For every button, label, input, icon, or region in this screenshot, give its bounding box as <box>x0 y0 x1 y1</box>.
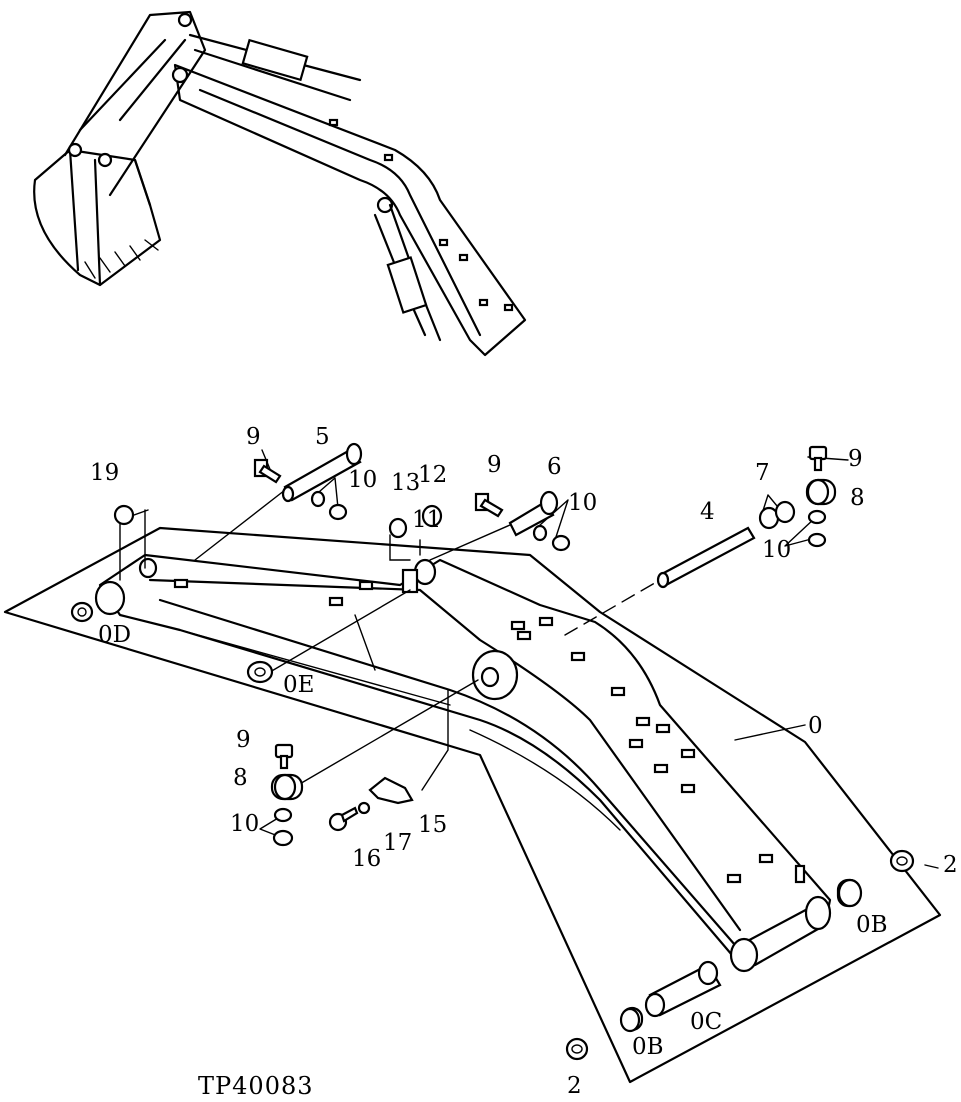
label-10-b: 10 <box>568 490 597 516</box>
part-19 <box>113 504 135 526</box>
bolt-9-left <box>274 743 294 770</box>
bushing-0E <box>246 660 274 684</box>
washer-17 <box>357 801 371 815</box>
label-15: 15 <box>418 812 447 838</box>
boom-body <box>94 553 832 973</box>
label-9-top-mid: 9 <box>487 452 502 478</box>
label-10-a: 10 <box>348 467 377 493</box>
collar-8-left <box>270 773 304 801</box>
label-2-bottom: 2 <box>567 1073 582 1099</box>
part-12 <box>421 504 443 528</box>
washers-7 <box>758 500 796 530</box>
label-0E: 0E <box>283 672 314 698</box>
label-4: 4 <box>700 499 715 525</box>
pin-6 <box>508 490 559 537</box>
label-7: 7 <box>755 460 770 486</box>
bolt-16 <box>328 806 359 832</box>
label-9-top-left: 9 <box>246 424 261 450</box>
clamp-15 <box>368 776 414 805</box>
label-8-right: 8 <box>850 485 865 511</box>
callout-labels: 0 0B 0B 0C 0D 0E 2 2 4 5 6 7 8 8 9 9 9 9… <box>90 424 958 1099</box>
label-9-left: 9 <box>236 727 251 753</box>
label-0C: 0C <box>690 1009 722 1035</box>
nuts-10 <box>272 490 827 847</box>
figure-id: TP40083 <box>198 1072 314 1100</box>
label-16: 16 <box>352 846 381 872</box>
bushing-0B-right <box>836 878 863 908</box>
boom-envelope <box>3 526 942 1084</box>
part-13 <box>388 517 408 539</box>
label-10-d: 10 <box>230 811 259 837</box>
shim-2-bottom <box>565 1037 589 1061</box>
bushing-0D <box>70 601 94 623</box>
label-0B-bottom: 0B <box>632 1034 664 1060</box>
bushing-0B-bottom <box>619 1006 644 1033</box>
label-13: 13 <box>391 470 420 496</box>
label-0: 0 <box>808 713 823 739</box>
label-2-right: 2 <box>943 852 958 878</box>
label-6: 6 <box>547 454 562 480</box>
pin-5 <box>281 442 363 503</box>
label-17: 17 <box>383 830 412 856</box>
pin-0C <box>644 960 722 1018</box>
label-8-left: 8 <box>233 765 248 791</box>
label-12: 12 <box>418 462 447 488</box>
label-9-top-right: 9 <box>848 446 863 472</box>
bolt-9-top-left <box>253 458 282 484</box>
label-19: 19 <box>90 460 119 486</box>
pin-4 <box>656 526 756 589</box>
label-0B-right: 0B <box>856 912 888 938</box>
label-5: 5 <box>315 424 330 450</box>
label-11: 11 <box>412 507 441 533</box>
label-10-c: 10 <box>762 537 791 563</box>
bolt-9-top-mid <box>474 492 504 518</box>
shim-2-right <box>889 849 915 873</box>
collar-8-right <box>805 478 837 506</box>
excavator-overview-illustration <box>33 10 527 357</box>
bolt-9-top-right <box>808 445 828 472</box>
label-0D: 0D <box>98 622 131 648</box>
